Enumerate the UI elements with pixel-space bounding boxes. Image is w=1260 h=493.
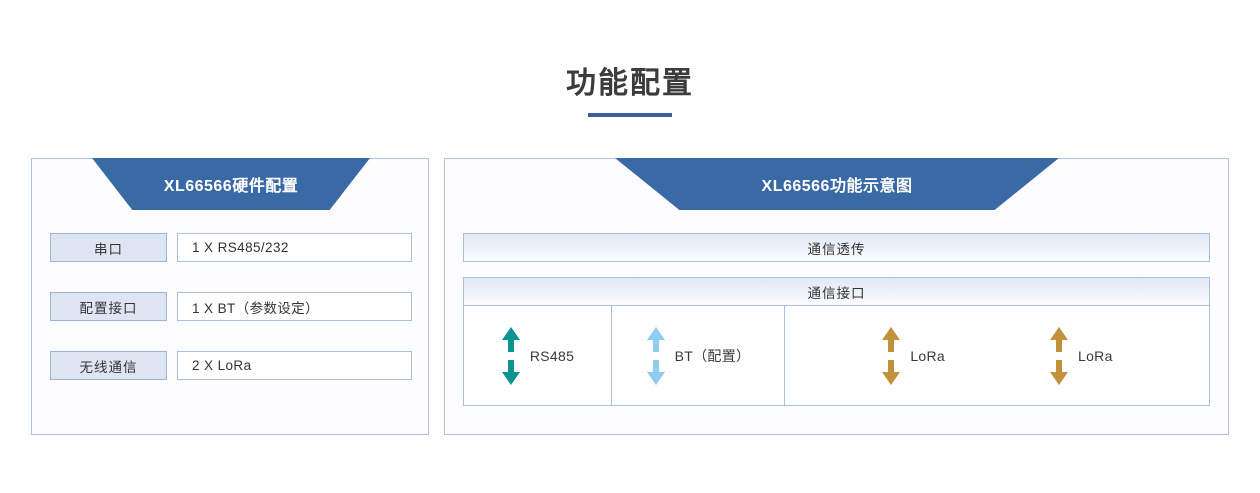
double-arrow-vertical-icon: [882, 326, 901, 385]
spec-value-serial: 1 X RS485/232: [177, 233, 412, 262]
double-arrow-vertical-icon: [1050, 326, 1068, 385]
spec-value-wireless: 2 X LoRa: [177, 351, 412, 380]
page-title: 功能配置: [566, 67, 694, 100]
interface-cell-lora: LoRa LoRa: [785, 306, 1209, 405]
transparent-transmission-bar: 通信透传: [463, 233, 1210, 262]
hardware-config-banner: XL66566硬件配置: [92, 158, 370, 210]
signal-label-lora-2: LoRa: [1078, 347, 1113, 364]
signal-bt: BT（配置）: [646, 326, 751, 385]
spec-row: 无线通信 2 X LoRa: [50, 351, 412, 380]
interface-cell-rs485: RS485: [464, 306, 612, 405]
function-diagram-panel: XL66566功能示意图 通信透传 通信接口 RS485: [444, 158, 1229, 435]
page-title-block: 功能配置: [0, 64, 1260, 117]
spec-label-serial: 串口: [50, 233, 167, 262]
signal-lora-2: LoRa: [1049, 326, 1113, 385]
spec-label-config-port: 配置接口: [50, 292, 167, 321]
communication-interface-bar: 通信接口: [463, 277, 1210, 306]
interface-cell-bt: BT（配置）: [612, 306, 785, 405]
spec-row: 串口 1 X RS485/232: [50, 233, 412, 262]
double-arrow-vertical-icon: [501, 326, 520, 385]
hardware-spec-list: 串口 1 X RS485/232 配置接口 1 X BT（参数设定） 无线通信 …: [50, 233, 412, 380]
spec-value-config-port: 1 X BT（参数设定）: [177, 292, 412, 321]
double-arrow-vertical-icon: [646, 326, 665, 385]
title-underline: [588, 113, 672, 117]
signal-label-bt: BT（配置）: [674, 347, 751, 364]
spec-row: 配置接口 1 X BT（参数设定）: [50, 292, 412, 321]
function-diagram: 通信透传 通信接口 RS485: [463, 233, 1210, 406]
signal-label-lora-1: LoRa: [910, 347, 945, 364]
interface-cells-container: RS485 BT（配置）: [463, 306, 1210, 406]
signal-lora-1: LoRa: [881, 326, 945, 385]
signal-label-rs485: RS485: [529, 347, 575, 364]
function-diagram-banner: XL66566功能示意图: [615, 158, 1059, 210]
signal-rs485: RS485: [501, 326, 575, 385]
hardware-config-panel: XL66566硬件配置 串口 1 X RS485/232 配置接口 1 X BT…: [31, 158, 429, 435]
spec-label-wireless: 无线通信: [50, 351, 167, 380]
